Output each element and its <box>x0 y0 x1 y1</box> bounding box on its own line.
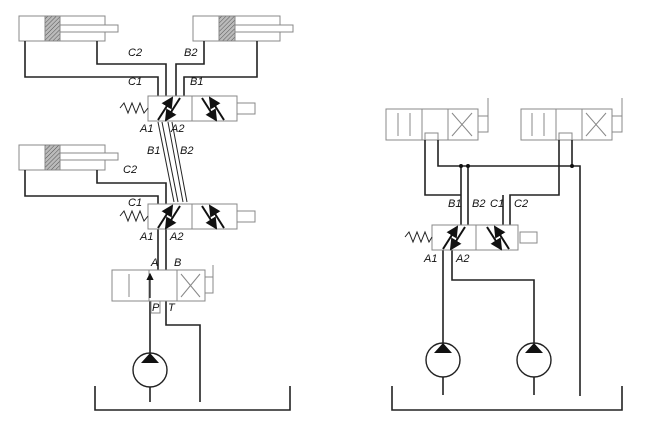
hydraulic-lines-right <box>391 140 623 411</box>
label-a-port: A <box>150 257 158 269</box>
pump-right-1 <box>425 342 461 378</box>
cylinder-middle-left <box>18 144 119 171</box>
pump-left <box>132 352 168 388</box>
label-a2-right: A2 <box>455 253 469 265</box>
label-t-port: T <box>168 302 176 314</box>
label-c1-right: C1 <box>490 198 504 210</box>
valve-right-bottom <box>404 224 538 251</box>
label-c1-top: C1 <box>128 76 142 88</box>
label-c2-mid: C2 <box>123 164 137 176</box>
label-a1-mid: A1 <box>139 231 153 243</box>
p-port-box <box>150 300 161 314</box>
cylinder-top-right <box>192 15 294 42</box>
solenoid-icon <box>236 210 256 223</box>
label-p-port: P <box>152 302 160 314</box>
tank-left <box>94 386 291 411</box>
label-c2-top: C2 <box>128 47 142 59</box>
tank-right <box>391 386 623 411</box>
spring-icon <box>119 101 149 115</box>
directional-valve-4-3 <box>111 265 214 314</box>
valve-top <box>119 95 256 122</box>
label-b1-mid: B1 <box>147 145 160 157</box>
hydraulic-lines-left <box>24 41 291 411</box>
label-a1-right: A1 <box>423 253 437 265</box>
label-b1-right: B1 <box>448 198 461 210</box>
valve-right-b <box>520 98 623 141</box>
label-b2-top: B2 <box>184 47 197 59</box>
label-c1-mid: C1 <box>128 197 142 209</box>
label-a1-top: A1 <box>139 123 153 135</box>
label-b1-top: B1 <box>190 76 203 88</box>
label-c2-right: C2 <box>514 198 528 210</box>
valve-middle <box>119 203 256 230</box>
label-a2-mid: A2 <box>169 231 183 243</box>
solenoid-icon <box>236 102 256 115</box>
valve-right-a <box>385 98 489 141</box>
label-b2-right: B2 <box>472 198 485 210</box>
spring-icon <box>404 230 433 244</box>
pump-right-2 <box>516 342 552 378</box>
label-b-port: B <box>174 257 181 269</box>
solenoid-icon <box>519 231 538 244</box>
label-b2-mid: B2 <box>180 145 193 157</box>
cylinder-top-left <box>18 15 119 42</box>
label-a2-top: A2 <box>170 123 184 135</box>
spring-icon <box>119 209 149 223</box>
